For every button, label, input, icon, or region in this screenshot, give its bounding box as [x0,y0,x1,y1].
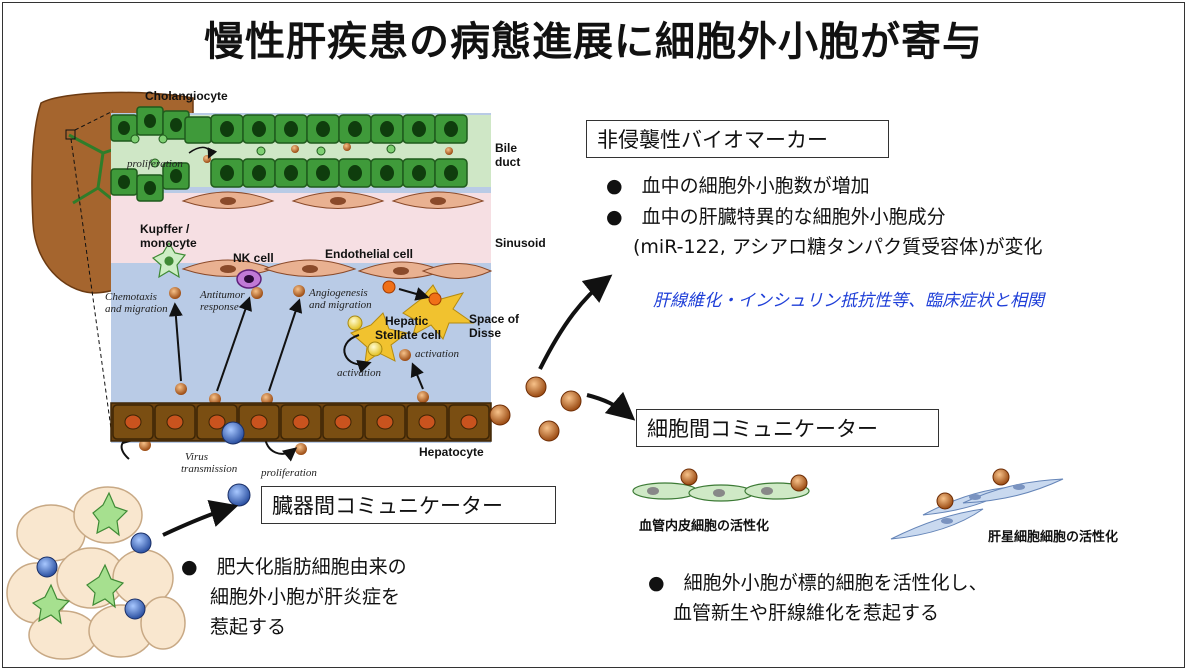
intercellular-bullet-1: ● 細胞外小胞が標的細胞を活性化し、 [648,572,988,594]
label-antitumor-2: response [200,301,239,313]
label-virus-1: Virus [185,451,209,463]
label-kupffer-2: monocyte [140,236,197,250]
label-cholangiocyte: Cholangiocyte [145,89,228,103]
intercellular-heading: 細胞間コミュニケーター [636,409,939,447]
arrow-to-intercellular [586,391,636,421]
label-hepatocyte: Hepatocyte [419,445,484,459]
label-endothelial: Endothelial cell [325,247,414,261]
label-space-of-disse-2: Disse [469,326,502,340]
arrow-from-adipose [162,500,239,537]
extracellular-vesicles [139,285,429,455]
interorgan-bullet-2: 細胞外小胞が肝炎症を [210,586,401,608]
label-activation-left: activation [337,367,381,379]
label-activation-right: activation [415,348,459,360]
label-antitumor-1: Antitumor [200,289,245,301]
label-virus-2: transmission [181,463,238,475]
bile-duct-cells [110,106,491,202]
endothelial-activation-label: 血管内皮細胞の活性化 [639,519,770,534]
hepatic-stellate-cell [350,284,475,365]
interorgan-heading: 臓器間コミュニケーター [261,486,556,524]
label-sinusoid: Sinusoid [495,236,546,250]
label-space-of-disse-1: Space of [469,312,520,326]
label-bile-2: duct [495,155,521,169]
interorgan-bullet-1: ● 肥大化脂肪細胞由来の [181,556,407,578]
label-proliferation-bottom: proliferation [261,467,317,479]
biomarker-clinical-note: 肝線維化・インシュリン抵抗性等、臨床症状と相関 [653,291,1044,311]
biomarker-bullet-2: ● 血中の肝臓特異的な細胞外小胞成分 [606,206,946,228]
stellate-activation [890,478,1064,540]
page-title: 慢性肝疾患の病態進展に細胞外小胞が寄与 [204,19,983,65]
label-stellate-2: Stellate cell [375,328,442,342]
label-chemotaxis-1: Chemotaxis [105,291,157,303]
nk-cell [236,269,262,289]
label-bile-1: Bile [495,141,518,155]
label-proliferation-top: proliferation [127,158,183,170]
biomarker-bullet-1: ● 血中の細胞外小胞数が増加 [606,175,870,197]
released-vesicles [489,376,582,442]
stellate-activation-label: 肝星細胞細胞の活性化 [988,530,1119,545]
intercellular-bullet-2: 血管新生や肝線維化を惹起する [673,602,940,624]
label-angiogenesis-1: Angiogenesis [309,287,368,299]
arrow-to-biomarker [538,274,613,370]
interorgan-bullet-3: 惹起する [210,616,287,638]
label-chemotaxis-2: and migration [105,303,168,315]
biomarker-heading: 非侵襲性バイオマーカー [586,120,889,158]
label-stellate-1: Hepatic [385,314,429,328]
label-nk-cell: NK cell [233,251,274,265]
liver-diagram [6,91,1064,660]
biomarker-bullet-2b: (miR-122, アシアロ糖タンパク質受容体)が変化 [633,236,1043,258]
label-kupffer-1: Kupffer / [140,222,190,236]
kupffer-cell [151,241,187,279]
label-angiogenesis-2: and migration [309,299,372,311]
